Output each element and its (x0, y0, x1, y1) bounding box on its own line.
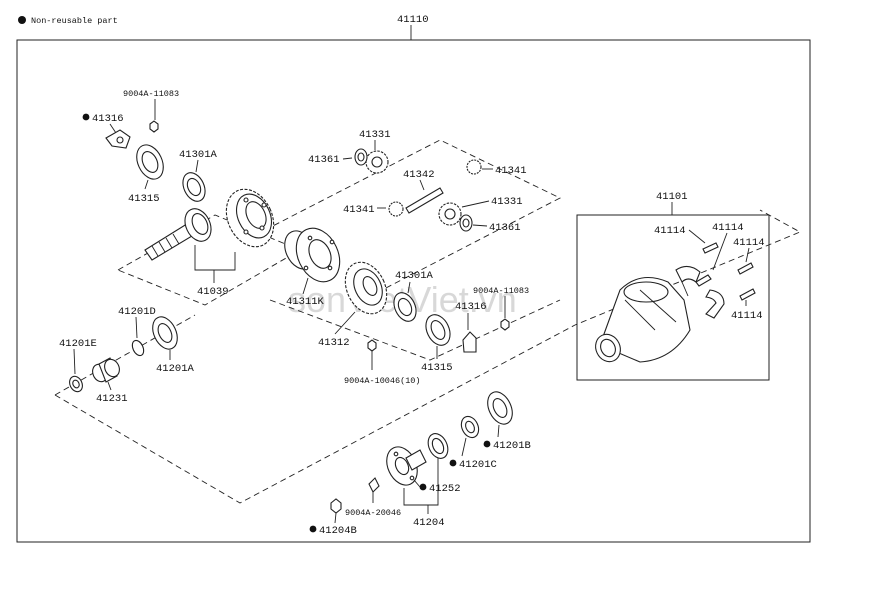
differential-case-icon (284, 227, 341, 283)
drive-pinion-icon (144, 208, 212, 261)
part-label-41331: 41331 (491, 196, 523, 208)
part-label-41201a: 41201A (156, 363, 195, 375)
part-label-41114: 41114 (712, 222, 744, 234)
assembly-number: 41110 (397, 14, 429, 26)
part-label-41342: 41342 (403, 169, 435, 181)
pinion-gear-icon (388, 201, 404, 217)
part-label-9004a-10046: 9004A-10046(10) (344, 376, 421, 386)
part-label-41201d: 41201D (118, 306, 156, 318)
part-label-41114: 41114 (654, 225, 686, 237)
part-label-41331: 41331 (359, 129, 391, 141)
non-reusable-bullet-icon (419, 483, 427, 491)
cap-bolt-icon (739, 288, 756, 301)
cap-bolt-icon (695, 274, 712, 287)
non-reusable-bullet-icon (18, 16, 26, 24)
ring-gear-icon (225, 188, 275, 248)
part-label-41114: 41114 (733, 237, 765, 249)
part-label-41301a: 41301A (395, 270, 434, 282)
part-label-41361: 41361 (308, 154, 340, 166)
part-label-41316: 41316 (92, 113, 124, 125)
diff-gear-group-outline (264, 139, 562, 291)
part-label-41341: 41341 (343, 204, 375, 216)
bearing-cap-icon (675, 265, 701, 283)
cap-bolt-icon (702, 242, 719, 254)
bearing-cap-icon (705, 289, 725, 319)
bolt-icon (500, 318, 510, 331)
pinion-shaft-icon (405, 187, 444, 214)
part-label-41361: 41361 (489, 222, 521, 234)
assembly-frame (16, 39, 811, 543)
cap-bolt-icon (737, 262, 754, 275)
part-label-41204: 41204 (413, 517, 445, 529)
part-label-41316: 41316 (455, 301, 487, 313)
non-reusable-bullet-icon (449, 459, 457, 467)
part-label-41201e: 41201E (59, 338, 97, 350)
bottom-group-outline (54, 209, 802, 504)
pinion-gear-icon (466, 159, 482, 175)
case-group-outline (269, 299, 561, 361)
part-label-41204b: 41204B (319, 525, 357, 537)
nut-icon (330, 498, 342, 514)
ring-gear-icon (344, 261, 388, 315)
non-reusable-bullet-icon (309, 525, 317, 533)
washer-icon (368, 477, 380, 493)
part-label-9004a-20046: 9004A-20046 (345, 508, 401, 518)
part-label-41252: 41252 (429, 483, 461, 495)
part-label-41312: 41312 (318, 337, 350, 349)
part-label-41201c: 41201C (459, 459, 497, 471)
oil-seal-plate-icon (462, 331, 477, 353)
bolt-icon (149, 120, 159, 133)
part-label-41315: 41315 (128, 193, 160, 205)
carrier-housing-icon (595, 276, 691, 363)
part-label-41201b: 41201B (493, 440, 531, 452)
part-label-9004a-11083: 9004A-11083 (473, 286, 529, 296)
non-reusable-bullet-icon (483, 440, 491, 448)
part-label-41301a: 41301A (179, 149, 218, 161)
part-label-41315: 41315 (421, 362, 453, 374)
part-label-41039: 41039 (197, 286, 229, 298)
non-reusable-bullet-icon (82, 113, 90, 121)
companion-flange-icon (386, 446, 427, 486)
part-label-41341: 41341 (495, 165, 527, 177)
part-label-41101: 41101 (656, 191, 688, 203)
part-label-41114: 41114 (731, 310, 763, 322)
part-label-41231: 41231 (96, 393, 128, 405)
bolt-icon (367, 339, 377, 352)
legend-label: Non-reusable part (31, 16, 118, 26)
spacer-ring-icon (131, 339, 145, 357)
part-label-9004a-11083: 9004A-11083 (123, 89, 179, 99)
part-label-41311k: 41311K (286, 296, 325, 308)
collar-icon (92, 357, 120, 383)
housing-box (576, 214, 770, 381)
